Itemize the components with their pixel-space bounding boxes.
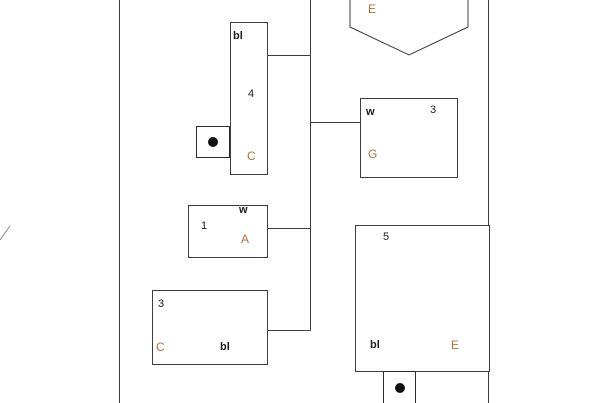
lower-right-label-E: E <box>451 338 460 352</box>
pentagon-label: E <box>368 2 377 16</box>
upper-right-label-w: w <box>366 106 375 118</box>
room-box-upper-right <box>360 98 458 178</box>
tall-box-label-C: C <box>247 149 256 163</box>
mid-left-label-1: 1 <box>201 220 208 232</box>
room-box-lower-left <box>152 290 268 365</box>
tall-box-label-4: 4 <box>248 88 255 100</box>
tall-box-label-bl: bl <box>233 30 243 42</box>
push-button-dot-icon <box>394 383 405 393</box>
mid-left-label-w: w <box>239 204 248 216</box>
room-box-lower-right <box>355 225 490 372</box>
push-button-dot-icon <box>208 137 218 147</box>
upper-right-label-3: 3 <box>430 104 437 116</box>
lower-left-label-C: C <box>156 340 165 354</box>
room-box-mid-left <box>188 205 268 258</box>
pentagon-shape <box>349 0 469 56</box>
lower-right-label-5: 5 <box>383 231 390 243</box>
lower-right-label-bl: bl <box>370 339 380 351</box>
mid-left-label-A: A <box>241 232 250 246</box>
lower-left-label-bl: bl <box>220 341 230 353</box>
stray-mark <box>0 225 11 241</box>
push-button-box-left <box>196 126 230 158</box>
room-box-tall <box>230 22 268 175</box>
lower-left-label-3: 3 <box>158 298 165 310</box>
push-button-box-bottom <box>383 371 416 403</box>
upper-right-label-G: G <box>368 147 378 161</box>
